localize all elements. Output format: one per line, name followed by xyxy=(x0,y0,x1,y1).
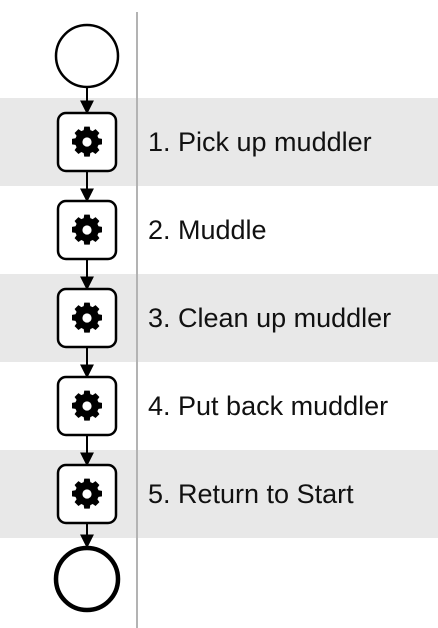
step-3-label: 3. Clean up muddler xyxy=(148,303,392,333)
task-step-4 xyxy=(56,375,118,437)
start-event-circle xyxy=(54,23,120,89)
end-event-circle xyxy=(53,545,121,613)
step-5-label: 5. Return to Start xyxy=(148,479,354,509)
step-1-label: 1. Pick up muddler xyxy=(148,127,372,157)
step-2-label: 2. Muddle xyxy=(148,215,267,245)
task-step-5 xyxy=(56,463,118,525)
lane-divider xyxy=(136,12,138,628)
process-flow xyxy=(53,23,121,613)
task-step-3 xyxy=(56,287,118,349)
task-step-2 xyxy=(56,199,118,261)
step-4-label: 4. Put back muddler xyxy=(148,391,389,421)
task-step-1 xyxy=(56,111,118,173)
